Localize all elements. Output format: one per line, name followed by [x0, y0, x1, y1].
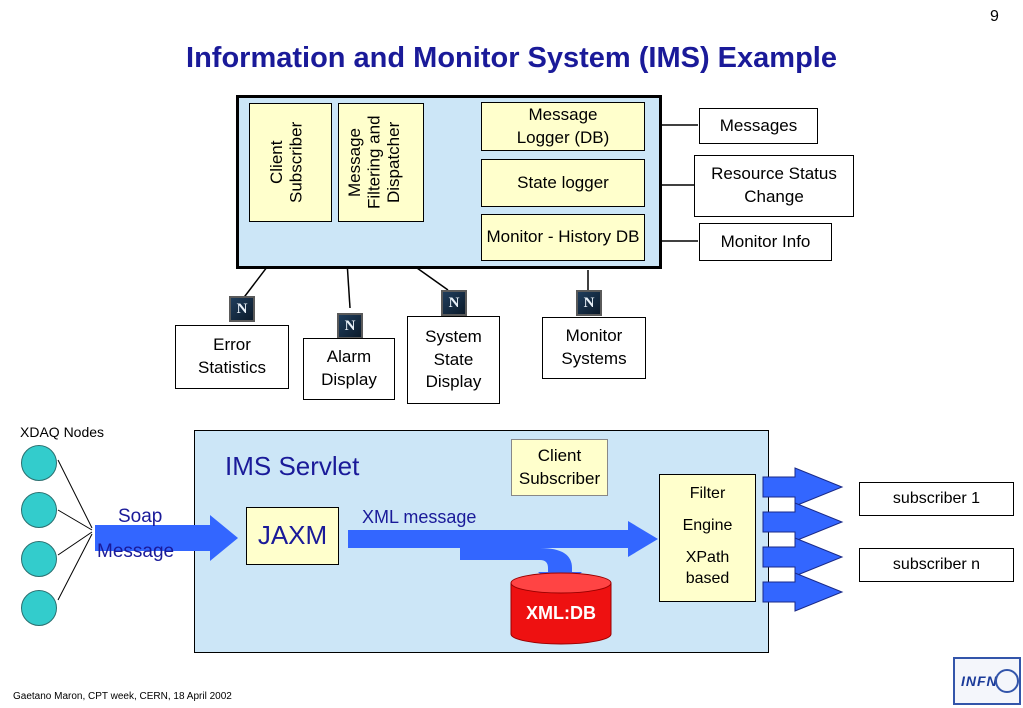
xpath-based-label: XPath based	[685, 549, 730, 587]
client-subscriber-box: Client Subscriber	[249, 103, 332, 222]
xdaq-node	[21, 590, 57, 626]
netscape-icon: N	[576, 290, 602, 316]
filter-engine-box: Filter Engine XPath based	[659, 474, 756, 602]
monitor-systems-box: Monitor Systems	[542, 317, 646, 379]
xdaq-node	[21, 492, 57, 528]
netscape-icon: N	[441, 290, 467, 316]
system-state-display-box: System State Display	[407, 316, 500, 404]
subscriber-n-box: subscriber n	[859, 548, 1014, 582]
xmldb-label: XML:DB	[526, 603, 596, 623]
netscape-icon: N	[229, 296, 255, 322]
page-title: Information and Monitor System (IMS) Exa…	[186, 42, 837, 74]
soap-label: Soap	[118, 506, 163, 527]
error-statistics-box: Error Statistics	[175, 325, 289, 389]
xdaq-node	[21, 541, 57, 577]
filter-label: Filter	[689, 485, 726, 502]
monitor-history-box: Monitor - History DB	[481, 214, 645, 261]
infn-logo-text: INFN	[961, 673, 998, 689]
message-logger-box: Message Logger (DB)	[481, 102, 645, 151]
infn-logo: INFN	[953, 657, 1021, 705]
filtering-dispatcher-box: Message Filtering and Dispatcher	[338, 103, 424, 222]
resource-status-box: Resource Status Change	[694, 155, 854, 217]
footer-text: Gaetano Maron, CPT week, CERN, 18 April …	[13, 691, 232, 702]
xml-message-label: XML message	[362, 507, 477, 527]
page-number: 9	[990, 8, 999, 25]
message-label: Message	[97, 541, 175, 562]
xdaq-node	[21, 445, 57, 481]
monitor-info-box: Monitor Info	[699, 223, 832, 261]
infn-logo-rings	[995, 669, 1019, 693]
ims-servlet-label: IMS Servlet	[225, 451, 360, 481]
jaxm-box: JAXM	[246, 507, 339, 565]
state-logger-box: State logger	[481, 159, 645, 207]
xdaq-nodes-label: XDAQ Nodes	[20, 424, 105, 440]
subscriber-1-box: subscriber 1	[859, 482, 1014, 516]
alarm-display-box: Alarm Display	[303, 338, 395, 400]
engine-label: Engine	[682, 517, 733, 534]
client-subscriber-box-servlet: Client Subscriber	[511, 439, 608, 496]
messages-box: Messages	[699, 108, 818, 144]
